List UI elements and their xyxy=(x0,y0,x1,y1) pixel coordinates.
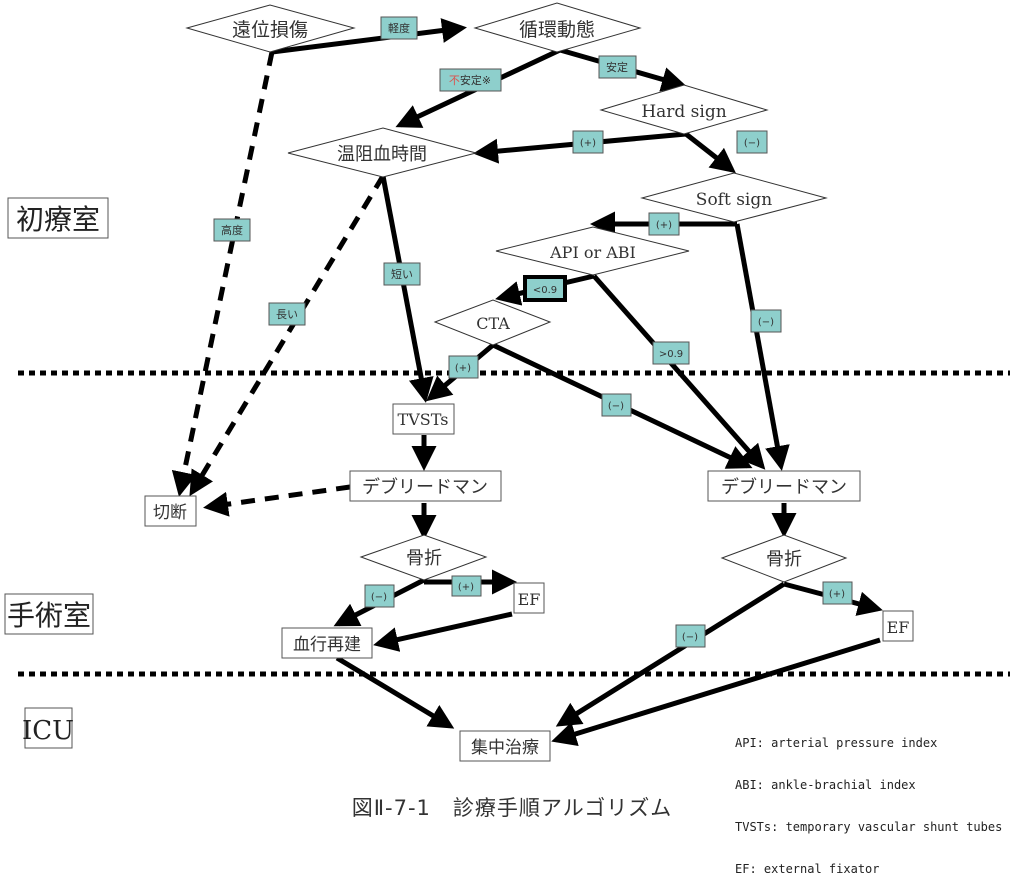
svg-text:切断: 切断 xyxy=(153,503,187,523)
svg-text:(+): (+) xyxy=(455,363,471,374)
edge-soft-negative xyxy=(734,223,790,471)
edge-label-soft-positive: (+) xyxy=(648,212,680,236)
edge-label-fracture-left-negative: (−) xyxy=(364,584,395,608)
svg-text:遠位損傷: 遠位損傷 xyxy=(232,19,308,41)
edge-hard-negative xyxy=(684,132,736,174)
svg-text:(−): (−) xyxy=(682,632,698,643)
node-hemodynamics: 循環動態 xyxy=(473,2,642,53)
node-fracture-right: 骨折 xyxy=(720,534,848,583)
edge-label-long: 長い xyxy=(268,302,306,326)
edge-label-stable: 安定 xyxy=(598,55,637,79)
edge-label-fracture-right-positive: (+) xyxy=(822,581,853,605)
svg-text:(−): (−) xyxy=(608,401,624,412)
edge-label-gt09: >0.9 xyxy=(652,341,690,365)
edge-label-severe: 高度 xyxy=(213,218,251,242)
legend-entry: API: arterial pressure index xyxy=(735,736,938,750)
edge-short xyxy=(380,175,434,403)
svg-text:(−): (−) xyxy=(371,592,387,603)
edge-label-fracture-right-negative: (−) xyxy=(675,624,706,648)
svg-text:短い: 短い xyxy=(391,267,413,281)
svg-text:(−): (−) xyxy=(758,317,774,328)
node-debridement-right: デブリードマン xyxy=(707,470,861,502)
flowchart: 初療室 手術室 ICU xyxy=(4,2,1010,762)
svg-text:安定: 安定 xyxy=(606,60,628,74)
edge-gt09 xyxy=(592,274,766,470)
legend-entry: TVSTs: temporary vascular shunt tubes xyxy=(735,820,1003,834)
edge-label-hard-negative: (−) xyxy=(736,130,768,154)
node-cta: CTA xyxy=(433,299,552,346)
node-debridement-left: デブリードマン xyxy=(349,470,502,502)
svg-text:>0.9: >0.9 xyxy=(659,349,683,360)
svg-text:(+): (+) xyxy=(829,589,845,600)
node-warm-ischemia: 温阻血時間 xyxy=(287,127,478,178)
svg-text:EF: EF xyxy=(518,590,541,609)
svg-text:EF: EF xyxy=(887,618,910,637)
legend-entry: EF: external fixator xyxy=(735,862,880,876)
svg-text:API or ABI: API or ABI xyxy=(549,243,636,262)
svg-text:初療室: 初療室 xyxy=(16,203,100,236)
svg-text:(−): (−) xyxy=(744,138,760,149)
node-distal-injury: 遠位損傷 xyxy=(185,4,356,53)
svg-text:集中治療: 集中治療 xyxy=(471,738,539,758)
edge-label-cta-negative: (−) xyxy=(601,393,632,417)
edge-mild xyxy=(271,18,467,55)
node-intensive-care: 集中治療 xyxy=(459,730,551,762)
svg-text:(+): (+) xyxy=(458,582,474,593)
edge-debridement-amputation xyxy=(203,484,351,517)
edge-label-cta-positive: (+) xyxy=(448,355,479,379)
room-label-or: 手術室 xyxy=(4,593,94,635)
svg-text:軽度: 軽度 xyxy=(388,21,410,35)
svg-text:不安定※: 不安定※ xyxy=(449,73,491,87)
svg-text:高度: 高度 xyxy=(221,223,243,237)
node-tvsts: TVSTs xyxy=(392,403,455,435)
svg-text:骨折: 骨折 xyxy=(766,549,802,570)
svg-text:(+): (+) xyxy=(656,220,672,231)
svg-text:デブリードマン: デブリードマン xyxy=(721,476,847,498)
figure-caption: 図Ⅱ-7-1 診療手順アルゴリズム xyxy=(351,796,673,820)
svg-text:Soft sign: Soft sign xyxy=(696,190,772,210)
edge-fracture-right-negative xyxy=(555,581,786,727)
edge-label-hard-positive: (+) xyxy=(572,130,604,154)
room-label-er: 初療室 xyxy=(7,197,109,239)
svg-text:長い: 長い xyxy=(276,308,298,321)
svg-text:温阻血時間: 温阻血時間 xyxy=(337,144,427,165)
svg-text:CTA: CTA xyxy=(476,314,510,333)
svg-text:(+): (+) xyxy=(580,138,596,149)
svg-text:血行再建: 血行再建 xyxy=(293,635,361,655)
room-label-icu: ICU xyxy=(22,707,74,749)
edge-revascularization-icu xyxy=(335,655,455,729)
edge-ef-right-icu xyxy=(551,637,881,747)
node-soft-sign: Soft sign xyxy=(640,172,828,223)
svg-text:Hard sign: Hard sign xyxy=(641,102,726,122)
edge-severe xyxy=(171,51,275,497)
edge-label-fracture-left-positive: (+) xyxy=(451,575,482,597)
edge-ef-revascularization xyxy=(373,611,513,652)
svg-text:TVSTs: TVSTs xyxy=(398,410,449,429)
svg-text:<0.9: <0.9 xyxy=(533,285,557,296)
svg-text:手術室: 手術室 xyxy=(7,599,91,632)
svg-text:デブリードマン: デブリードマン xyxy=(362,476,488,498)
legend-entry: ABI: ankle-brachial index xyxy=(735,778,916,792)
svg-text:骨折: 骨折 xyxy=(406,548,442,569)
node-revascularization: 血行再建 xyxy=(281,627,373,659)
edge-long xyxy=(189,174,386,497)
node-hard-sign: Hard sign xyxy=(599,84,769,135)
svg-text:ICU: ICU xyxy=(22,716,74,746)
edge-label-soft-negative: (−) xyxy=(750,309,782,333)
svg-text:循環動態: 循環動態 xyxy=(519,19,595,41)
node-fracture-left: 骨折 xyxy=(359,534,488,581)
node-ef-right: EF xyxy=(882,610,914,642)
node-ef-left: EF xyxy=(513,582,545,614)
edge-label-mild: 軽度 xyxy=(380,16,418,40)
node-amputation: 切断 xyxy=(144,495,197,527)
node-api-abi: API or ABI xyxy=(495,226,690,276)
edge-label-unstable: 不安定※ xyxy=(439,68,502,92)
edge-label-lt09: <0.9 xyxy=(523,275,567,302)
edge-label-short: 短い xyxy=(383,262,421,286)
